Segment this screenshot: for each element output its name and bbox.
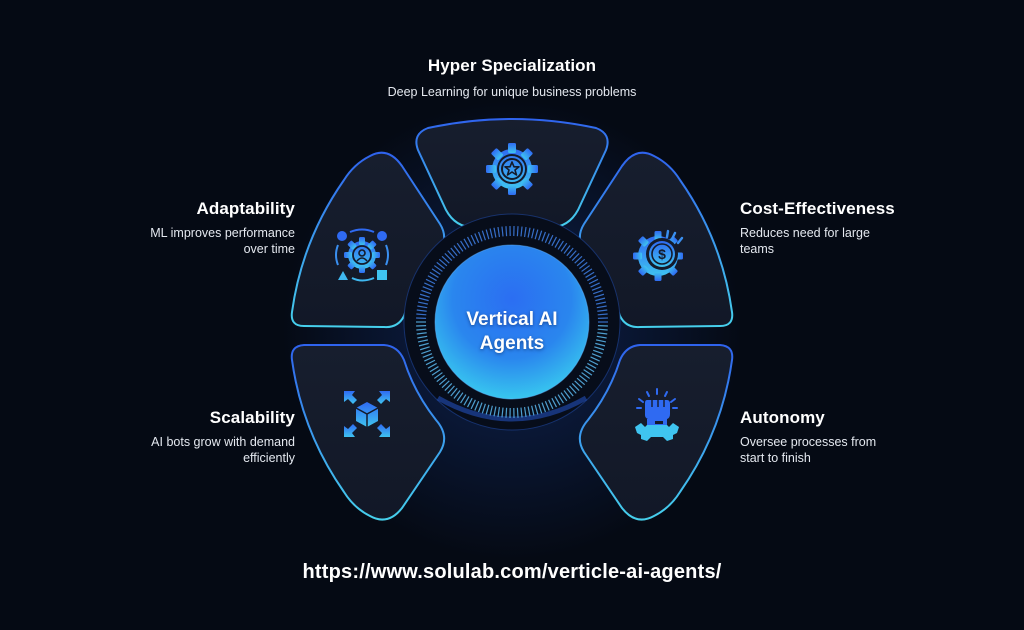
segment-top-left-petal[interactable]	[290, 151, 446, 329]
gear-star-icon	[486, 143, 538, 195]
svg-text:$: $	[658, 246, 666, 262]
segment-title: Adaptability	[196, 199, 295, 218]
segment-description: ML improves performance over time	[150, 226, 295, 256]
segment-top-right-label: Cost-Effectiveness Reduces need for larg…	[740, 199, 930, 257]
cube-expand-icon	[344, 391, 390, 437]
segment-title: Hyper Specialization	[427, 56, 597, 75]
segment-title: Scalability	[209, 408, 295, 427]
gear-dollar-icon: $	[633, 229, 684, 281]
segment-top-label: Hyper Specialization Deep Learning for u…	[312, 56, 712, 101]
segment-top-left-label: Adaptability ML improves performance ove…	[110, 199, 295, 257]
segment-description: AI bots grow with demand efficiently	[151, 435, 295, 465]
center-hub-label: Vertical AI Agents	[466, 309, 558, 354]
segment-bottom-left-petal[interactable]	[290, 344, 446, 521]
segment-title: Cost-Effectiveness	[740, 199, 895, 218]
source-url-link[interactable]: https://www.solulab.com/verticle-ai-agen…	[302, 561, 722, 583]
segment-description: Deep Learning for unique business proble…	[387, 85, 637, 99]
segment-title: Autonomy	[740, 408, 825, 427]
segment-description: Oversee processes from start to finish	[740, 435, 877, 465]
center-hub[interactable]	[434, 244, 590, 400]
segment-description: Reduces need for large teams	[740, 226, 870, 256]
segment-bottom-right-label: Autonomy Oversee processes from start to…	[740, 408, 930, 466]
gear-user-cycle-icon	[335, 228, 389, 282]
fist-gear-icon	[635, 388, 679, 441]
tick-ring	[416, 226, 608, 418]
segment-bottom-left-label: Scalability AI bots grow with demand eff…	[110, 408, 295, 466]
